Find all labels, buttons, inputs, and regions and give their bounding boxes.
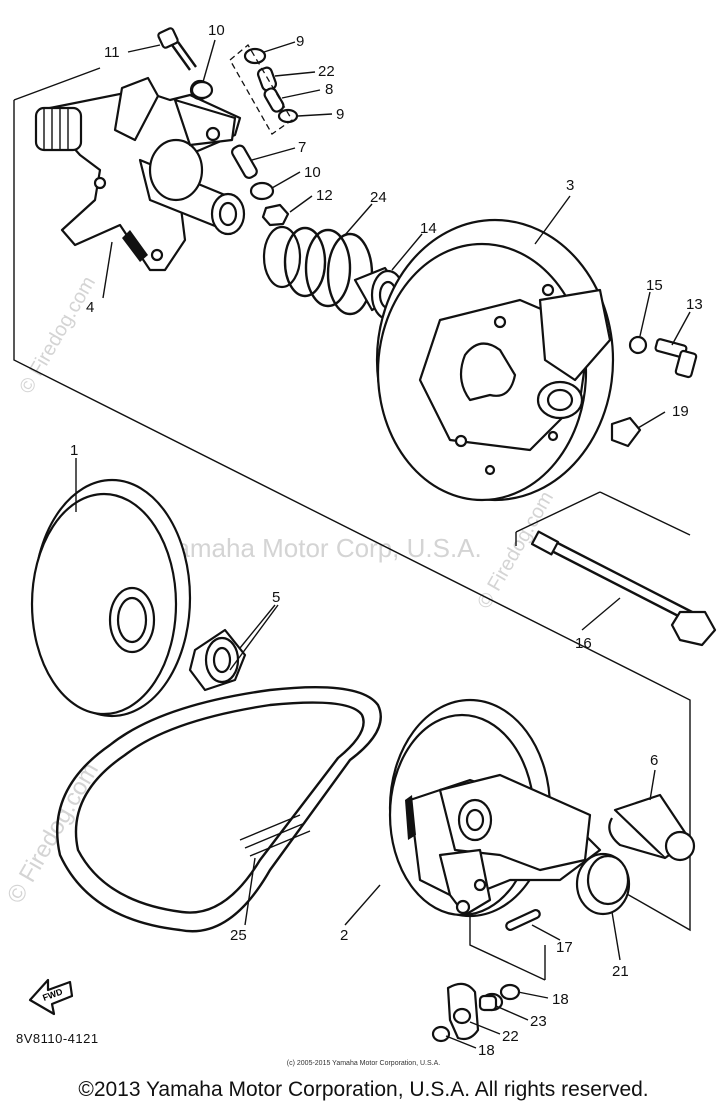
callout-8: 8	[325, 81, 333, 98]
spring-part-24	[262, 225, 374, 316]
callout-6: 6	[650, 752, 658, 769]
callout-7: 7	[298, 139, 306, 156]
callout-10b: 10	[304, 164, 321, 181]
watermark-site-1: © Firedog.com	[2, 758, 104, 908]
callout-20: 21	[612, 963, 629, 980]
copyright-notice: ©2013 Yamaha Motor Corporation, U.S.A. A…	[78, 1078, 649, 1101]
part-code: 8V8110-4121	[16, 1031, 99, 1046]
callout-12: 12	[316, 187, 333, 204]
callout-23: 23	[530, 1013, 547, 1030]
callout-5: 5	[272, 589, 280, 606]
watermark-center: Yamaha Motor Corp, U.S.A.	[160, 533, 482, 563]
watermark-site-3: © Firedog.com	[15, 273, 100, 398]
callout-10a: 10	[208, 22, 225, 39]
callout-15: 16	[575, 635, 592, 652]
bushings-part-5	[188, 628, 247, 692]
leader-lines	[75, 39, 691, 1049]
small-copyright: (c) 2005-2015 Yamaha Motor Corporation, …	[286, 1060, 441, 1067]
callout-16: 14	[420, 220, 437, 237]
callout-9a: 9	[296, 33, 304, 50]
fwd-arrow-icon: FWD	[28, 978, 74, 1016]
sheave-part-2	[388, 698, 602, 918]
hardware-bottom	[431, 982, 521, 1043]
bolt-part-15	[530, 530, 717, 647]
callout-4: 4	[86, 299, 94, 316]
callout-9b: 9	[336, 106, 344, 123]
pin-part-17	[505, 908, 541, 932]
ring-part-20	[575, 852, 631, 916]
hardware-top	[157, 27, 299, 227]
callout-19: 19	[672, 403, 689, 420]
callout-13: 13	[686, 296, 703, 313]
callout-14: 15	[646, 277, 663, 294]
callout-18b: 18	[478, 1042, 495, 1059]
callout-24: 24	[370, 189, 387, 206]
callout-17: 17	[556, 939, 573, 956]
callout-21: 22	[318, 63, 335, 80]
callouts: 11 10 9 22 8 9 7 10 12 24 14 3 15 13 19 …	[70, 22, 703, 1059]
callout-22: 22	[502, 1028, 519, 1045]
cover-part-3	[375, 218, 615, 502]
callout-1: 1	[70, 442, 78, 459]
callout-11: 11	[104, 44, 120, 61]
cylinder-part-6	[608, 793, 696, 862]
hardware-right	[610, 335, 698, 448]
spider-shaft-part-4	[34, 76, 246, 272]
callout-2: 2	[340, 927, 348, 944]
belt-part-25	[56, 685, 382, 933]
callout-25: 25	[230, 927, 247, 944]
callout-18a: 18	[552, 991, 569, 1008]
sheave-part-1	[30, 478, 192, 718]
callout-3: 3	[566, 177, 574, 194]
